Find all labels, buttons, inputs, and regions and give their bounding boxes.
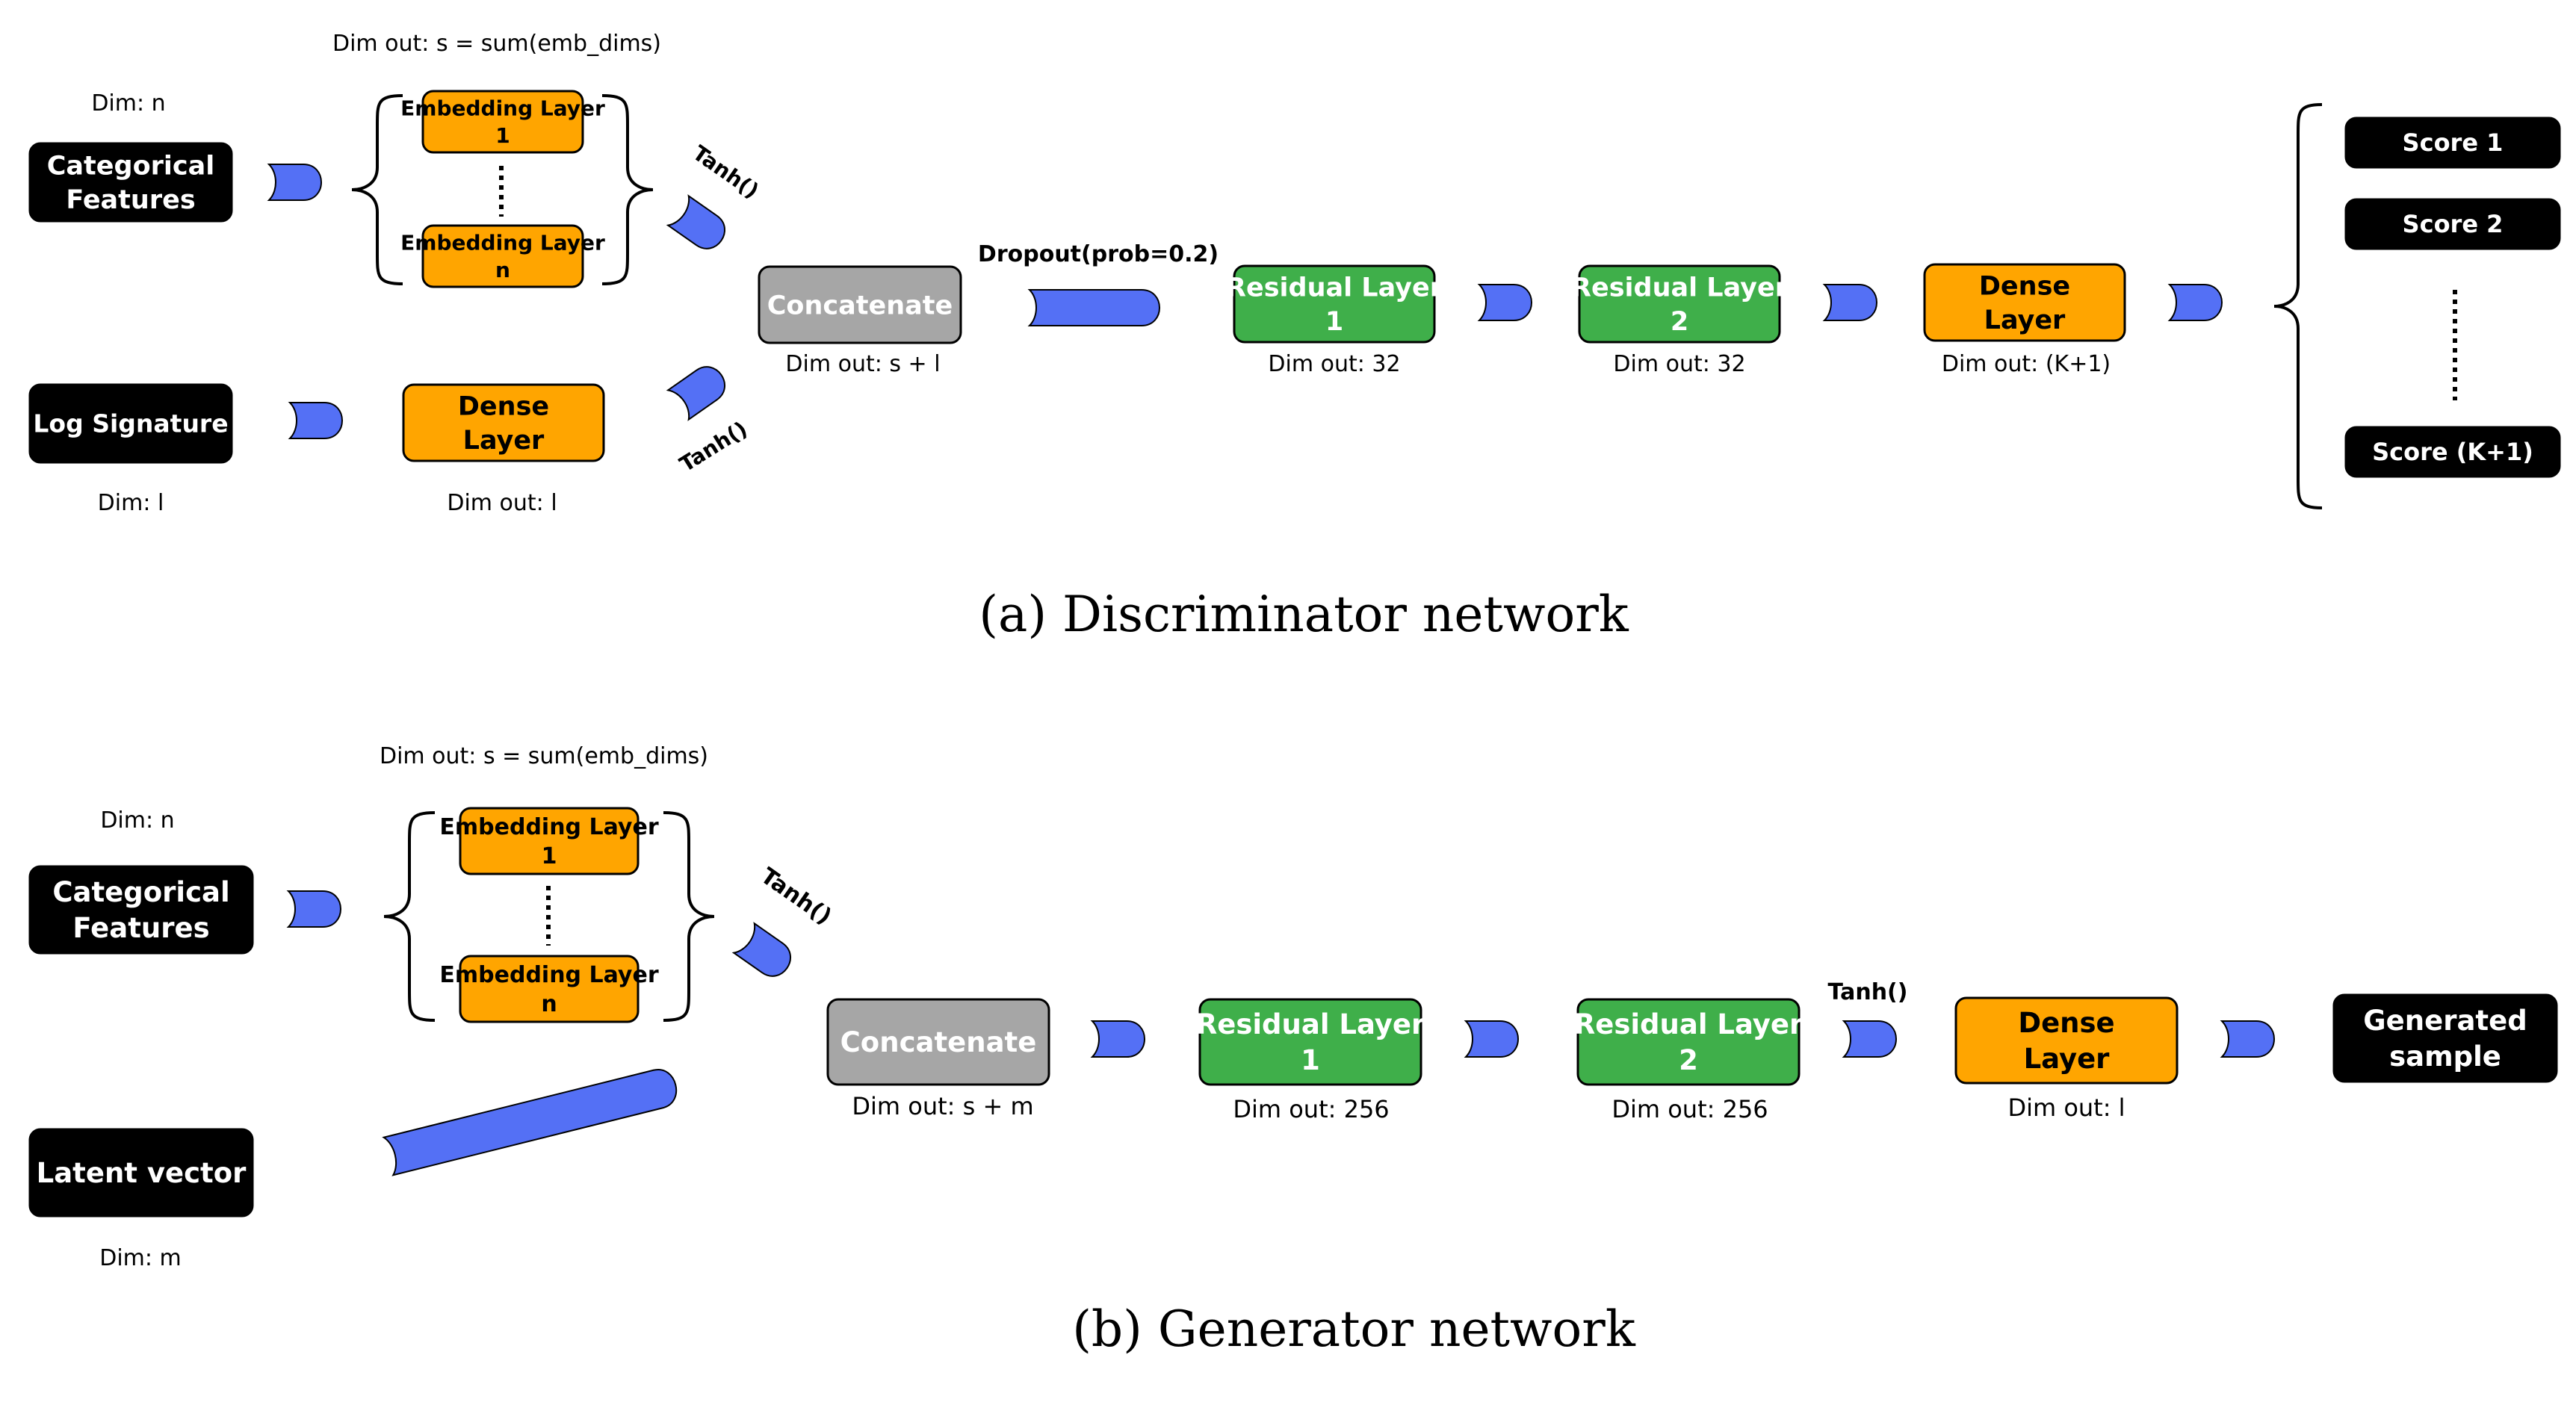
disc-score-1-label: Score 1 [2403,128,2504,157]
disc-tanh-bottom: Tanh() [675,416,752,477]
gen-arrow-latent-to-concat [382,1069,678,1176]
disc-arrow-dense-to-scores [2169,284,2223,321]
disc-concatenate-label: Concatenate [767,291,953,320]
disc-arrow-cat-to-emb [268,164,322,201]
gen-embedding-brace-left [383,811,436,1022]
gen-arrow-concat-to-res1 [1092,1020,1145,1058]
disc-arrow-dropout [1027,289,1160,326]
disc-residual-2-dim: Dim out: 32 [1613,351,1745,377]
disc-log-signature-dim: Dim: l [98,490,164,516]
disc-categorical-dim: Dim: n [91,90,165,117]
gen-arrow-emb-to-concat [733,922,799,984]
disc-log-signature-label: Log Signature [33,409,228,438]
disc-score-2-label: Score 2 [2403,210,2504,238]
gen-concatenate-label: Concatenate [840,1026,1037,1058]
gen-arrow-cat-to-emb [288,890,341,928]
disc-embedding-brace-right [601,94,654,285]
gen-categorical-dim: Dim: n [100,807,174,834]
disc-dense-dim-out-2: Dim out: (K+1) [1942,351,2111,377]
gen-concatenate: Concatenate [826,998,1050,1086]
gen-tanh-top: Tanh() [756,863,837,930]
disc-arrow-log-to-dense [289,402,343,439]
gen-concat-dim-out: Dim out: s + m [852,1092,1033,1120]
disc-arrow-emb-to-concat [667,195,733,256]
disc-score-1: Score 1 [2344,117,2561,169]
gen-residual-2-dim: Dim out: 256 [1611,1095,1768,1123]
disc-arrow-res2-to-dense [1824,284,1877,321]
disc-log-signature: Log Signature [28,383,233,464]
gen-dense-dim-out: Dim out: l [2007,1094,2125,1122]
disc-arrow-dense-to-concat [667,359,733,421]
disc-arrow-res1-to-res2 [1479,284,1532,321]
disc-embedding-brace-left [351,94,403,285]
gen-embedding-dim-out: Dim out: s = sum(emb_dims) [380,743,708,769]
disc-embedding-dim-out: Dim out: s = sum(emb_dims) [332,31,661,57]
gen-caption: (b) Generator network [1072,1300,1636,1358]
gen-residual-1-dim: Dim out: 256 [1233,1095,1389,1123]
gen-arrow-dense-to-sample [2221,1020,2275,1058]
gen-arrow-res1-to-res2 [1465,1020,1519,1058]
disc-score-2: Score 2 [2344,198,2561,250]
disc-score-k1: Score (K+1) [2344,426,2561,478]
disc-tanh-top: Tanh() [688,140,764,203]
disc-caption: (a) Discriminator network [979,586,1629,643]
disc-concatenate: Concatenate [758,265,962,344]
gen-embedding-brace-right [663,811,715,1022]
disc-dense-dim-out-1: Dim out: l [447,490,557,516]
gen-latent-vector-label: Latent vector [37,1157,247,1189]
disc-residual-1-dim: Dim out: 32 [1268,351,1400,377]
disc-scores-brace [2273,103,2323,509]
disc-dropout: Dropout(prob=0.2) [978,241,1219,267]
gen-latent-vector: Latent vector [28,1128,254,1218]
gen-latent-dim: Dim: m [99,1245,182,1271]
disc-concat-dim-out: Dim out: s + l [785,351,940,377]
gen-tanh-mid: Tanh() [1828,979,1908,1005]
disc-score-k1-label: Score (K+1) [2372,438,2533,466]
gen-arrow-res2-to-dense [1843,1020,1897,1058]
